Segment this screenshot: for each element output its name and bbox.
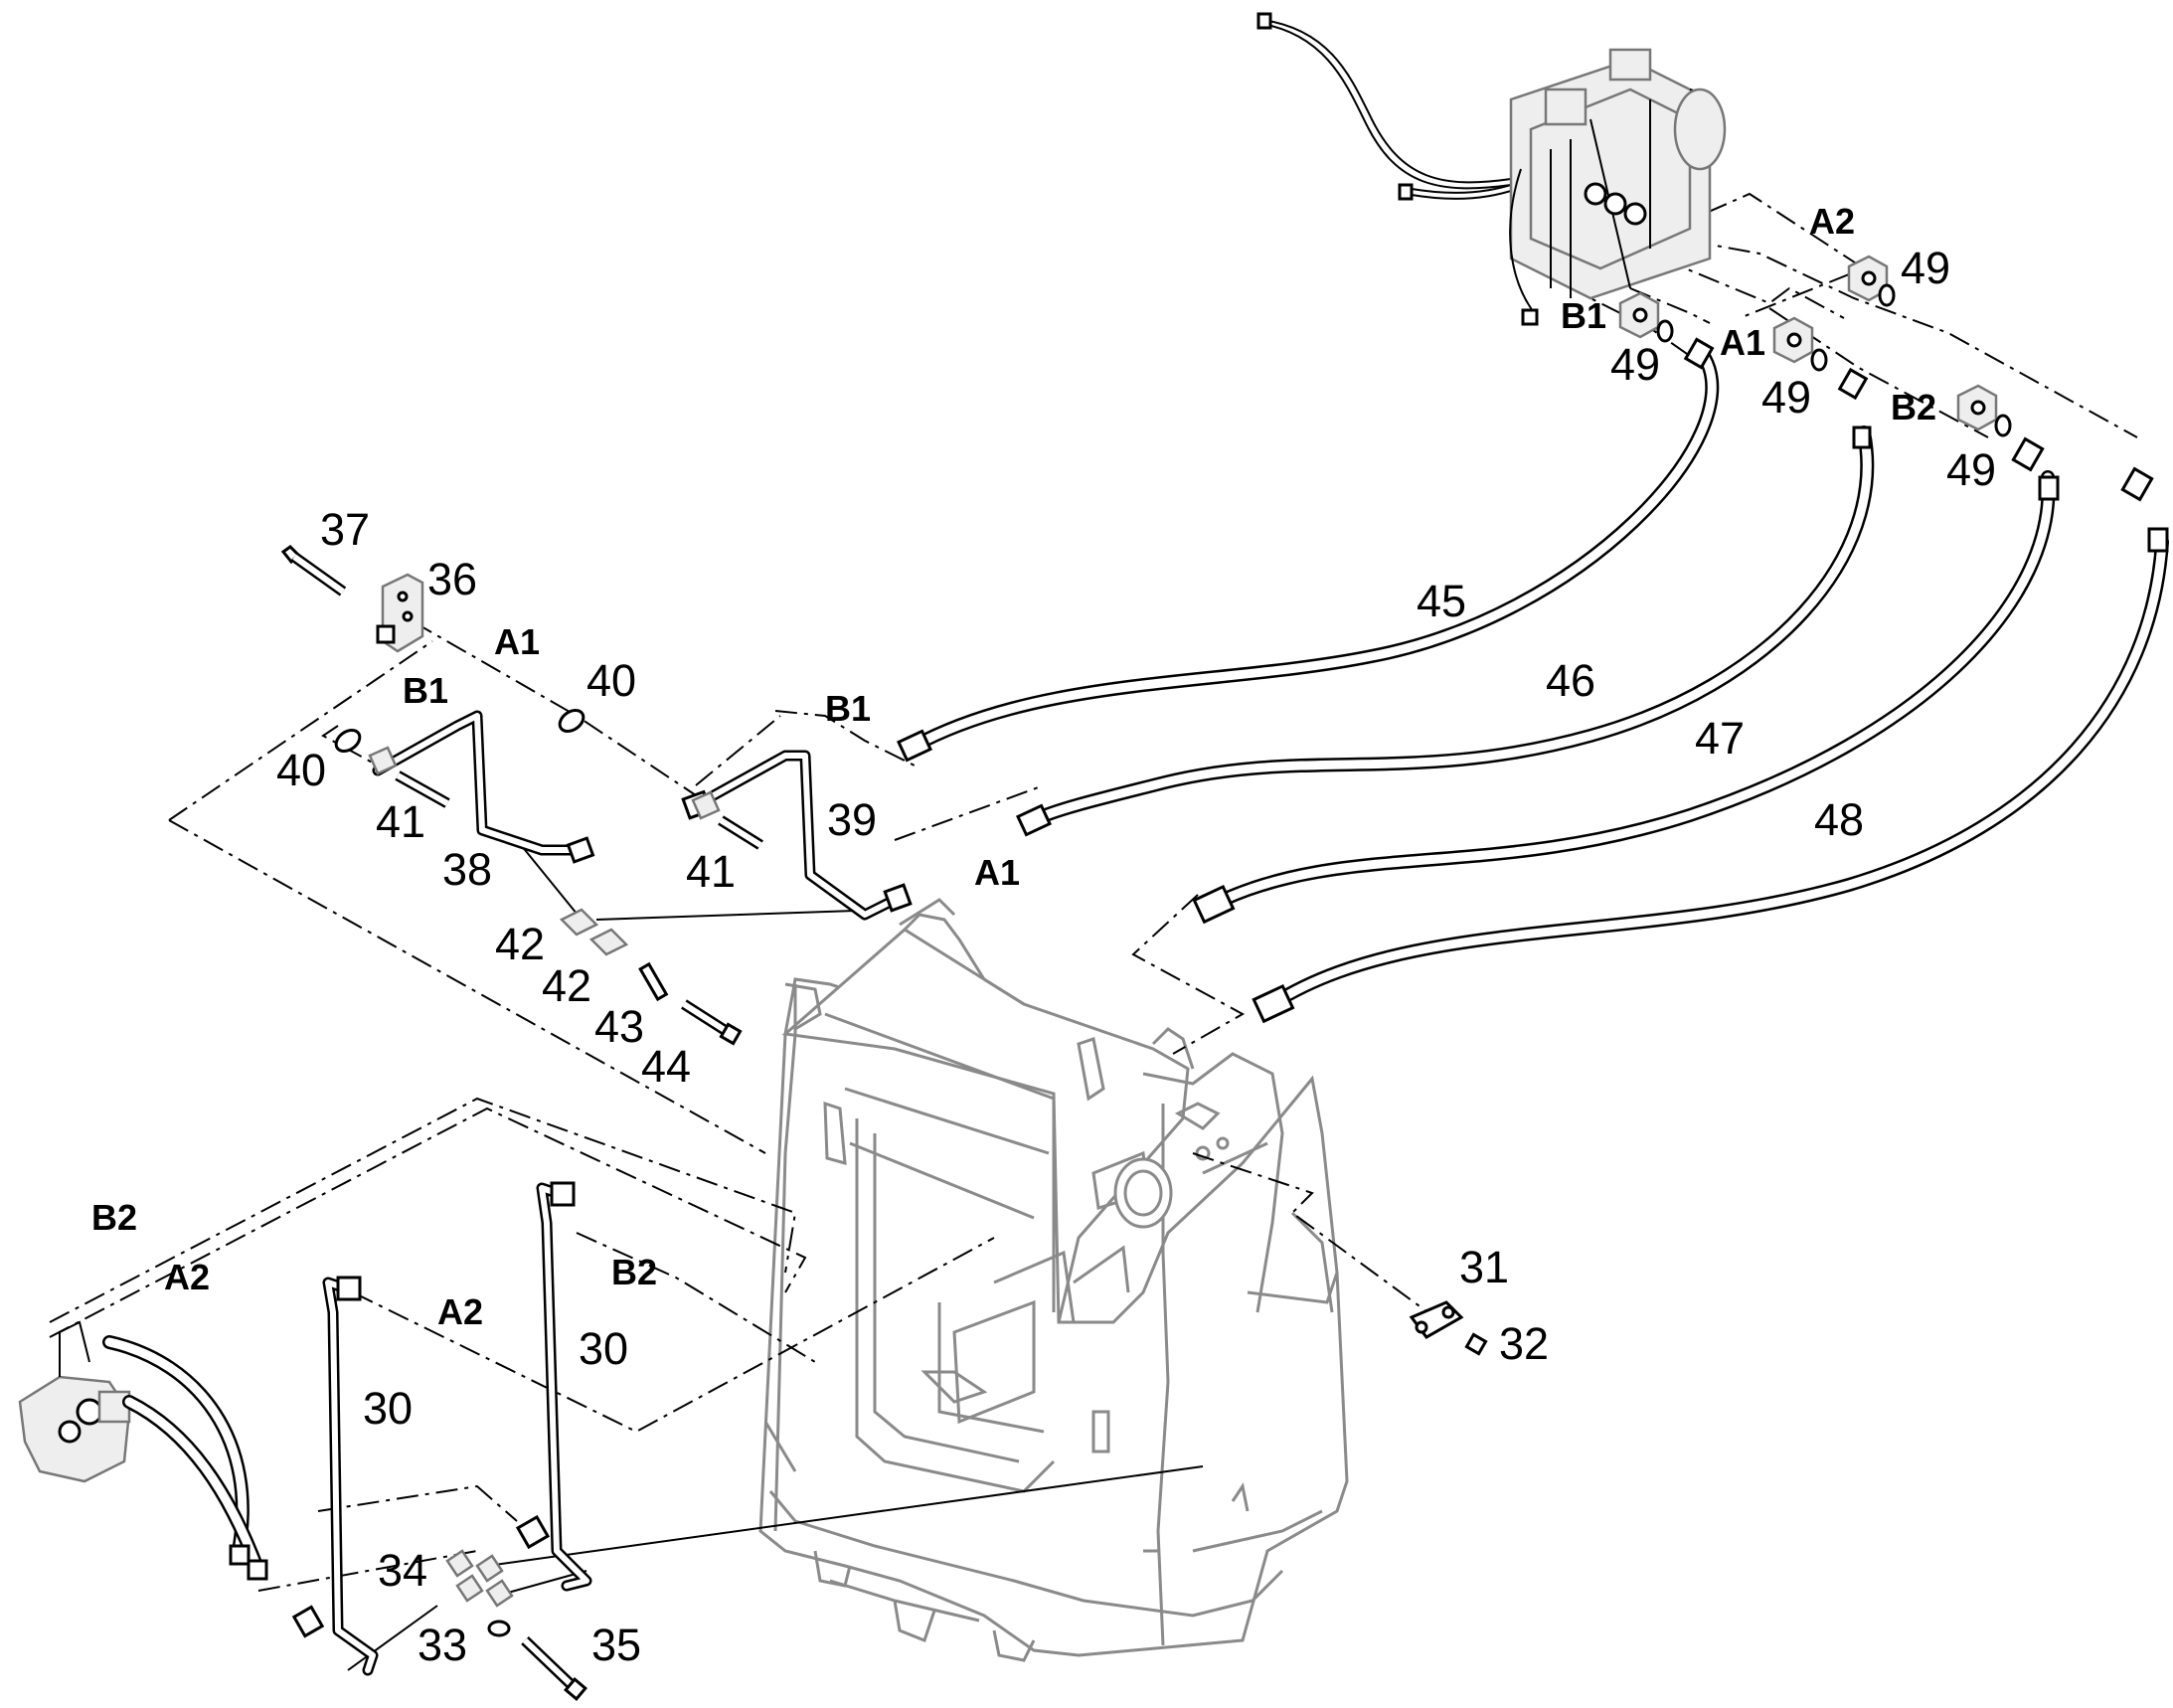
port-labels: A2 B1 A1 B2 A1 B1 B1 A1 B2 A2 A2 B2 — [91, 201, 1936, 1332]
callout-labels: 31 32 33 34 35 36 37 38 39 40 40 41 41 4… — [276, 243, 1996, 1670]
clamp-34 — [445, 1549, 504, 1583]
port-label-a2-top: A2 — [1809, 201, 1855, 242]
clamp-42 — [559, 908, 629, 956]
valve-block-lower — [18, 1320, 131, 1483]
callout-30-right: 30 — [579, 1323, 628, 1374]
port-label-b2-left: B2 — [91, 1197, 137, 1238]
callout-30-left: 30 — [363, 1383, 413, 1434]
callout-49-a2: 49 — [1901, 243, 1950, 293]
callout-39: 39 — [827, 794, 877, 845]
callout-40-right: 40 — [586, 655, 636, 706]
port-label-a2-left: A2 — [164, 1257, 210, 1297]
callout-33: 33 — [418, 1620, 467, 1670]
plate-43 — [638, 961, 669, 1002]
callout-49-a1: 49 — [1761, 372, 1811, 423]
callout-37: 37 — [320, 504, 370, 555]
nut-32 — [1464, 1332, 1488, 1356]
callout-32: 32 — [1499, 1318, 1549, 1369]
callout-47: 47 — [1695, 713, 1745, 764]
port-label-b1-top: B1 — [1561, 295, 1606, 336]
hose-46 — [1027, 426, 1875, 827]
callout-44: 44 — [641, 1041, 691, 1092]
tube-39 — [681, 750, 913, 921]
callout-43: 43 — [594, 1001, 644, 1052]
valve-block-assembly — [1256, 12, 1727, 326]
bolt-35 — [487, 1620, 587, 1701]
callout-46: 46 — [1546, 655, 1595, 706]
hose-47 — [1206, 470, 2056, 912]
o-ring-40-right — [558, 709, 585, 733]
port-label-b2-mid: B2 — [611, 1252, 657, 1292]
callout-38: 38 — [442, 844, 492, 895]
callout-41-right: 41 — [686, 846, 736, 897]
flange-b2-top — [1956, 384, 2012, 437]
callout-40-left: 40 — [276, 745, 326, 795]
cab-frame-body — [758, 898, 1349, 1662]
callout-41-left: 41 — [376, 796, 425, 847]
port-label-a1-bracket: A1 — [494, 621, 540, 662]
clamp-33 — [455, 1574, 514, 1608]
flange-b1-top — [1618, 291, 1674, 343]
flange-a1-top — [1772, 316, 1828, 372]
callout-48: 48 — [1814, 794, 1864, 845]
callout-45: 45 — [1417, 576, 1466, 626]
plate-31 — [1409, 1300, 1464, 1339]
flange-block-36 — [376, 573, 424, 653]
callout-49-b1: 49 — [1610, 339, 1660, 390]
flange-a2-top — [1847, 255, 1896, 307]
flange-half-41-right — [691, 790, 763, 850]
flange-half-41-left — [368, 746, 450, 808]
port-label-a1-mid: A1 — [974, 852, 1020, 893]
port-label-a2-mid: A2 — [437, 1291, 483, 1332]
port-label-b2-top: B2 — [1891, 387, 1936, 427]
solid-leaders — [347, 839, 1204, 1671]
tube-30-right — [515, 1181, 592, 1592]
frame-tube-boss — [1113, 1136, 1230, 1229]
bolt-37 — [280, 545, 347, 597]
leader-lines — [49, 192, 2138, 1592]
hose-45 — [908, 351, 1720, 753]
callout-36: 36 — [427, 554, 477, 604]
callout-34: 34 — [378, 1545, 427, 1596]
hose-lower-left — [102, 1335, 268, 1581]
o-ring-40-left — [334, 729, 362, 753]
tube-30-left — [291, 1276, 379, 1676]
bolt-44 — [681, 999, 743, 1046]
port-label-a1-top: A1 — [1720, 322, 1765, 363]
hose-fittings — [896, 337, 2169, 1024]
callout-42-lower: 42 — [542, 960, 591, 1011]
callout-31: 31 — [1459, 1242, 1509, 1292]
hose-48 — [1265, 535, 2169, 1011]
callout-35: 35 — [591, 1620, 641, 1670]
port-label-b1-left: B1 — [403, 670, 448, 711]
tube-38 — [372, 710, 595, 864]
port-label-b1-mid: B1 — [825, 688, 871, 729]
callout-49-b2: 49 — [1946, 444, 1996, 495]
callout-42-upper: 42 — [495, 919, 545, 969]
